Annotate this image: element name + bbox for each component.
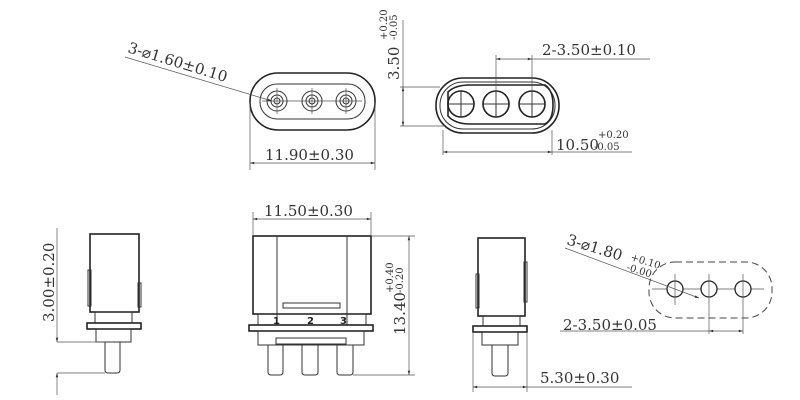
socket-hole: [335, 88, 357, 114]
height-tol-plus: +0.40: [385, 262, 396, 293]
width-tol-plus: +0.20: [598, 130, 629, 141]
pitch-dimension: 2-3.50±0.05: [563, 316, 657, 334]
height-dimension: 3.50: [385, 47, 403, 80]
pcb-footprint-view: 3-⌀1.80 +0.10 -0.00 2-3.50±0.05: [560, 231, 773, 334]
depth-dimension: 5.30±0.30: [540, 369, 619, 387]
height-tol-minus: -0.05: [389, 14, 400, 40]
pin-label-2: 2: [307, 316, 314, 327]
width-tol-minus: -0.05: [594, 142, 620, 153]
top-right-face-view: 3.50 +0.20 -0.05 2-3.50±0.10 10.50 +0.20…: [379, 9, 650, 155]
width-dimension: 11.90±0.30: [265, 146, 354, 164]
pin-label-1: 1: [273, 316, 280, 327]
height-tol-plus: +0.20: [379, 9, 390, 40]
contact-cross: [447, 90, 475, 118]
leader-line: [564, 247, 700, 299]
left-side-view: 3.00±0.20: [40, 228, 142, 395]
leader-line: [124, 56, 273, 102]
width-dimension: 11.50±0.30: [264, 202, 353, 220]
front-view: 1 2 3 11.50±0.30 13.40 +0.40 -0.20: [248, 202, 415, 376]
socket-hole: [301, 88, 323, 114]
pin-length-dimension: 3.00±0.20: [40, 243, 58, 322]
right-side-view: 5.30±0.30: [472, 237, 632, 392]
height-tol-minus: -0.20: [395, 267, 406, 293]
hole-callout: 3-⌀1.60±0.10: [126, 39, 230, 86]
pin-label-3: 3: [340, 316, 347, 327]
pitch-dimension: 2-3.50±0.10: [542, 41, 636, 59]
width-dimension: 10.50: [556, 136, 599, 154]
top-left-face-view: 3-⌀1.60±0.10 11.90±0.30: [124, 39, 376, 170]
height-dimension: 13.40: [391, 292, 409, 335]
